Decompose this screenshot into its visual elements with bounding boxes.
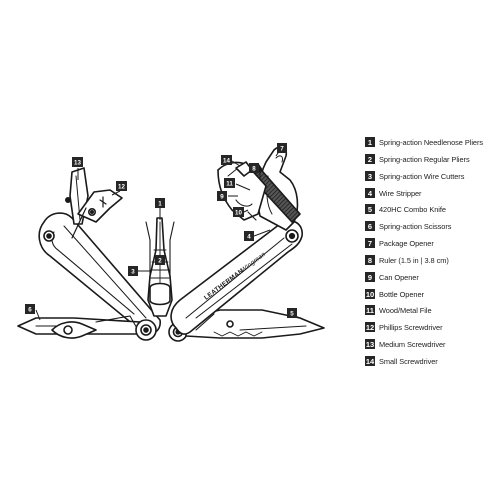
right-handle	[170, 220, 303, 335]
svg-text:7: 7	[280, 146, 284, 153]
legend-number: 7	[365, 238, 375, 248]
legend-number: 10	[365, 289, 375, 299]
callout-8: 8	[249, 163, 259, 173]
svg-text:14: 14	[223, 158, 230, 165]
legend-number: 12	[365, 322, 375, 332]
svg-text:1: 1	[158, 201, 162, 208]
legend-label: Wood/Metal File	[379, 305, 432, 315]
legend-item: 7 Package Opener	[365, 237, 434, 249]
legend-label: Small Screwdriver	[379, 356, 438, 366]
legend-number: 2	[365, 154, 375, 164]
legend-label: Spring-action Wire Cutters	[379, 171, 465, 181]
legend-label: Ruler (1.5 in | 3.8 cm)	[379, 255, 449, 265]
svg-text:3: 3	[131, 269, 135, 276]
svg-text:10: 10	[235, 210, 242, 217]
legend-number: 3	[365, 171, 375, 181]
callout-6: 6	[25, 304, 35, 314]
svg-text:4: 4	[247, 234, 251, 241]
legend-number: 13	[365, 339, 375, 349]
legend-label: Spring-action Needlenose Pliers	[379, 137, 484, 147]
legend-number: 4	[365, 188, 375, 198]
legend-item: 5 420HC Combo Knife	[365, 203, 446, 215]
legend-number: 14	[365, 356, 375, 366]
legend-label: Wire Stripper	[379, 188, 422, 198]
phillips-screwdriver	[71, 189, 123, 239]
legend-number: 1	[365, 137, 375, 147]
legend-item: 14 Small Screwdriver	[365, 355, 438, 367]
legend-item: 12 Phillips Screwdriver	[365, 321, 443, 333]
callout-5: 5	[287, 308, 297, 318]
legend-label: Package Opener	[379, 238, 434, 248]
callout-badges: 13 12 1 2 3 4 5 6 7 8 9 10 11 14	[25, 143, 297, 318]
svg-text:11: 11	[226, 181, 233, 188]
svg-text:2: 2	[158, 258, 162, 265]
legend-item: 2 Spring-action Regular Pliers	[365, 153, 470, 165]
legend-label: Spring-action Scissors	[379, 221, 452, 231]
legend-label: Bottle Opener	[379, 289, 424, 299]
legend-item: 4 Wire Stripper	[365, 187, 422, 199]
left-handle	[38, 212, 161, 335]
legend-item: 11 Wood/Metal File	[365, 304, 432, 316]
legend-label: Can Opener	[379, 272, 419, 282]
legend-item: 8 Ruler (1.5 in | 3.8 cm)	[365, 254, 449, 266]
callout-14: 14	[221, 155, 232, 165]
legend-label: Medium Screwdriver	[379, 339, 446, 349]
callout-12: 12	[116, 181, 127, 191]
legend-item: 13 Medium Screwdriver	[365, 338, 446, 350]
multitool-illustration: LEATHERMAN Wingman 13 12 1 2 3	[17, 143, 325, 342]
svg-text:6: 6	[28, 307, 32, 314]
callout-10: 10	[233, 207, 244, 217]
svg-text:8: 8	[252, 166, 256, 173]
callout-2: 2	[155, 255, 165, 265]
callout-4: 4	[244, 231, 254, 241]
pliers-head	[145, 217, 175, 317]
legend-number: 11	[365, 305, 375, 315]
svg-text:13: 13	[74, 160, 81, 167]
legend-number: 9	[365, 272, 375, 282]
legend-item: 6 Spring-action Scissors	[365, 220, 451, 232]
legend-label: 420HC Combo Knife	[379, 204, 446, 214]
legend-number: 8	[365, 255, 375, 265]
callout-11: 11	[224, 178, 235, 188]
svg-text:12: 12	[118, 184, 125, 191]
legend-number: 5	[365, 204, 375, 214]
legend-item: 3 Spring-action Wire Cutters	[365, 170, 464, 182]
callout-13: 13	[72, 157, 83, 167]
spring-action-scissors	[17, 315, 145, 339]
callout-3: 3	[128, 266, 138, 276]
callout-1: 1	[155, 198, 165, 208]
callout-7: 7	[277, 143, 287, 153]
callout-9: 9	[217, 191, 227, 201]
legend-item: 1 Spring-action Needlenose Pliers	[365, 136, 483, 148]
svg-text:5: 5	[290, 311, 294, 318]
legend-label: Phillips Screwdriver	[379, 322, 443, 332]
svg-text:9: 9	[220, 194, 224, 201]
legend-number: 6	[365, 221, 375, 231]
legend-label: Spring-action Regular Pliers	[379, 154, 470, 164]
legend-item: 10 Bottle Opener	[365, 288, 424, 300]
legend-item: 9 Can Opener	[365, 271, 419, 283]
